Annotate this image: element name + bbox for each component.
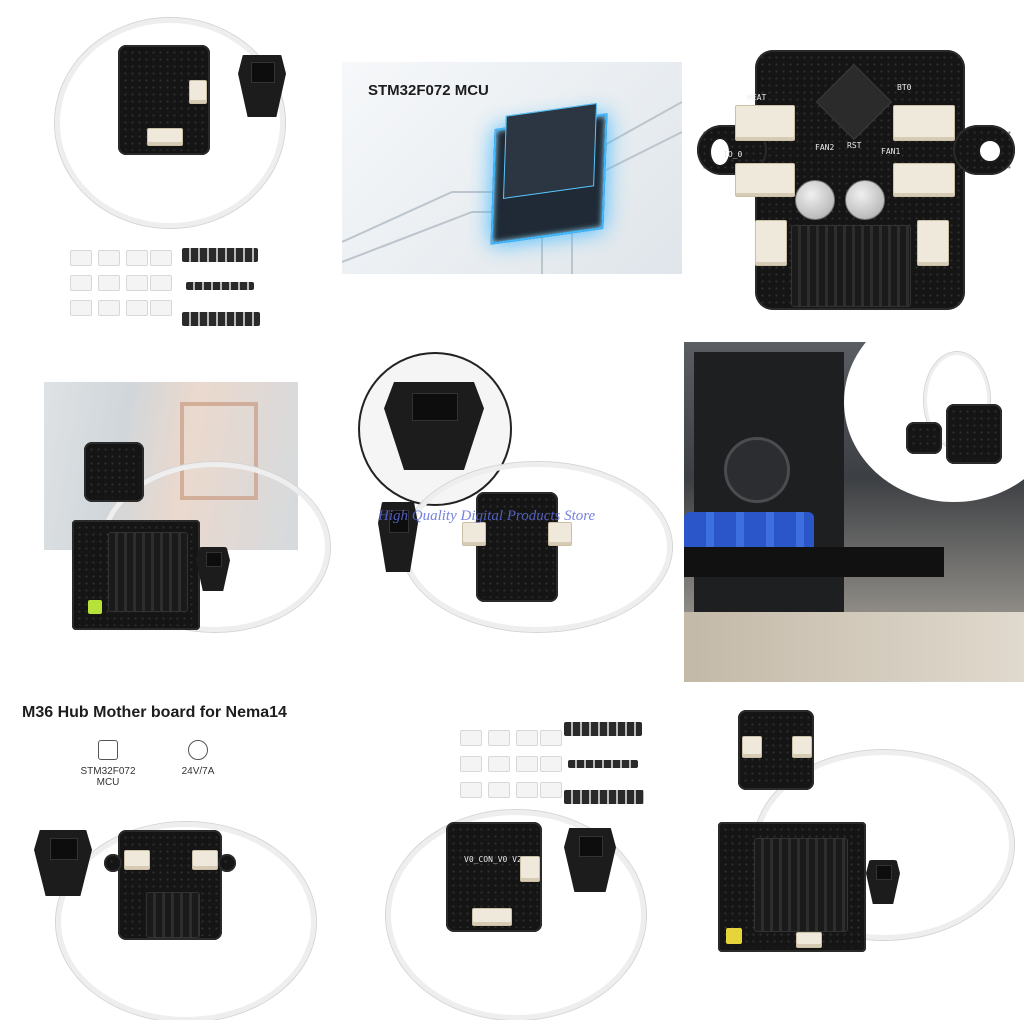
tile-printer-installation-photo (684, 342, 1024, 682)
printer-fan (724, 437, 790, 503)
tile-connector-zoom-with-board: High Quality Digital Products Store (342, 342, 682, 642)
white-cable (55, 18, 285, 228)
green-terminal (88, 600, 102, 614)
silk-rst: RST (847, 141, 862, 150)
white-cable (386, 810, 646, 1020)
tile-board-back-with-accessories: V0_CON_V0 V2 (342, 690, 682, 1020)
board-connector (548, 522, 572, 546)
heatsink (791, 225, 911, 307)
pin-header (182, 248, 258, 262)
pin-header (564, 790, 644, 804)
board-connector (462, 522, 486, 546)
pin-header (182, 312, 260, 326)
heatsink (108, 532, 188, 612)
desk-surface (684, 612, 1024, 682)
silk-bt0: BT0 (897, 83, 912, 92)
power-plug (196, 547, 230, 591)
chip-caption: STM32F072 MCU (368, 82, 489, 99)
white-cable (56, 822, 316, 1020)
board-connector (796, 932, 822, 948)
mount-hole (978, 139, 1002, 163)
board-ear (104, 854, 122, 872)
tile-board-top-view: HEAT BT0 RST FAN2 FAN1 IO_0 (695, 45, 1015, 315)
connector-zoom-plug (384, 382, 484, 470)
pin-header (186, 282, 254, 290)
connector-heat (735, 105, 795, 141)
board-connector (147, 128, 183, 146)
store-watermark: High Quality Digital Products Store (378, 508, 596, 524)
power-plug (866, 860, 900, 904)
pin-header (568, 760, 638, 768)
board-silk-label: V0_CON_V0 V2 (464, 855, 522, 864)
connector-fan1 (893, 163, 955, 197)
heatsink (146, 892, 200, 938)
silk-heat: HEAT (747, 93, 767, 102)
power-plug (564, 828, 616, 892)
board-connector (742, 736, 762, 758)
hub-board (476, 492, 558, 602)
connector-fan2 (893, 105, 955, 141)
silk-fan2: FAN2 (815, 143, 835, 152)
inset-mainboard (946, 404, 1002, 464)
pin-header (564, 722, 642, 736)
yellow-terminal (726, 928, 742, 944)
spec-mcu: STM32F072 MCU (78, 740, 138, 788)
blue-prints (684, 512, 814, 552)
board-connector (472, 908, 512, 926)
capacitor (795, 180, 835, 220)
spec-mcu-line2: MCU (96, 777, 120, 788)
connector-io (735, 163, 795, 197)
board-connector (520, 856, 540, 882)
heatsink (754, 838, 848, 932)
board-connector (192, 850, 218, 870)
power-plug (238, 55, 286, 117)
silk-fan1: FAN1 (881, 147, 901, 156)
spec-mcu-line1: STM32F072 (80, 766, 136, 777)
connector-bottom-right (917, 220, 949, 266)
board-ear (218, 854, 236, 872)
print-bed (684, 547, 944, 577)
capacitor (845, 180, 885, 220)
connector-bottom-left (755, 220, 787, 266)
board-connector (124, 850, 150, 870)
tile-kit-board-with-cable (0, 0, 340, 340)
tile-hub-with-mainboard (684, 690, 1024, 1020)
power-icon (188, 740, 208, 760)
mcu-chip-top (502, 102, 598, 200)
hub-board (84, 442, 144, 502)
chip-icon (98, 740, 118, 760)
board-connector (792, 736, 812, 758)
silk-io: IO_0 (723, 150, 743, 159)
spec-power-line1: 24V/7A (181, 766, 215, 777)
power-plug (378, 502, 418, 572)
mount-hole (709, 137, 731, 167)
board-connector (189, 80, 207, 104)
spec-power: 24V/7A (168, 740, 228, 777)
product-title: M36 Hub Mother board for Nema14 (22, 704, 287, 721)
tile-spec-board-image: M36 Hub Mother board for Nema14 STM32F07… (0, 690, 340, 1020)
tile-stm32-chip-closeup: STM32F072 MCU (342, 62, 682, 274)
inset-hub-board (906, 422, 942, 454)
tile-lab-scene-with-mainboard (0, 342, 340, 642)
power-plug (34, 830, 92, 896)
